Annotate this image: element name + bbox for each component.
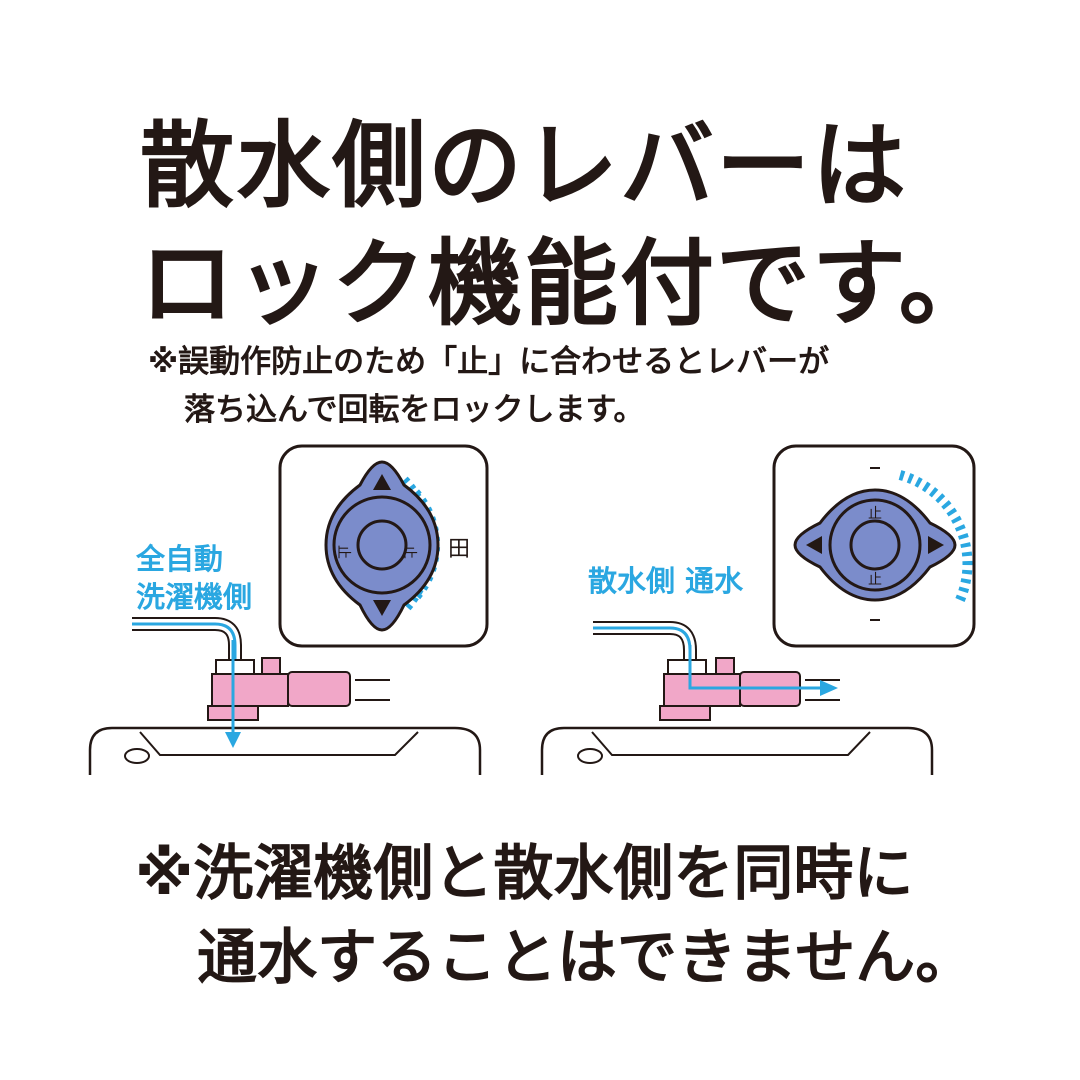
- left-panel-label-line-1: 全自動: [136, 542, 224, 576]
- footnote: ※洗濯機側と散水側を同時に 通水することはできません。: [135, 832, 975, 1000]
- right-panel-label: 散水側 通水: [588, 562, 743, 600]
- right-dial-mark-2: 止: [868, 572, 882, 588]
- right-dial-mark-1: 止: [868, 506, 882, 522]
- footnote-line-2: 通水することはできません。: [197, 923, 976, 993]
- lock-note-line-1: ※誤動作防止のため「止」に合わせるとレバーが: [148, 344, 830, 380]
- left-dial-inset: 止 止 田: [278, 444, 489, 648]
- left-dial-knob-icon: 止 止: [324, 460, 440, 632]
- lock-note: ※誤動作防止のため「止」に合わせるとレバーが 落ち込んで回転をロックします。: [148, 338, 829, 434]
- left-dial-up-arrow-icon: [373, 474, 391, 490]
- lock-note-line-2: 落ち込んで回転をロックします。: [184, 392, 645, 428]
- right-dial-scale-icon: [870, 467, 973, 621]
- right-dial-right-arrow-icon: [928, 536, 944, 554]
- left-dial-mark-2: 止: [401, 545, 417, 559]
- right-faucet-assembly: [540, 621, 934, 775]
- right-panel-label-text: 散水側 通水: [588, 564, 744, 598]
- left-dial-side-mark: 田: [448, 537, 470, 562]
- left-flow-arrow-icon: [225, 732, 241, 748]
- headline-line-1: 散水側のレバーは: [140, 112, 909, 221]
- headline: 散水側のレバーは ロック機能付です。: [140, 108, 995, 344]
- right-flow-arrow-icon: [820, 680, 838, 696]
- right-dial-left-arrow-icon: [806, 536, 822, 554]
- footnote-line-1: ※洗濯機側と散水側を同時に: [135, 839, 914, 909]
- right-dial-inset: 止 止: [772, 444, 976, 648]
- left-panel-label-line-2: 洗濯機側: [136, 580, 253, 614]
- right-dial-knob-icon: 止 止: [793, 488, 957, 602]
- headline-line-2: ロック機能付です。: [140, 230, 995, 339]
- left-dial-mark-1: 止: [335, 545, 351, 559]
- left-dial-down-arrow-icon: [373, 600, 391, 616]
- left-panel-label: 全自動 洗濯機側: [136, 540, 252, 616]
- left-faucet-assembly: [88, 617, 482, 775]
